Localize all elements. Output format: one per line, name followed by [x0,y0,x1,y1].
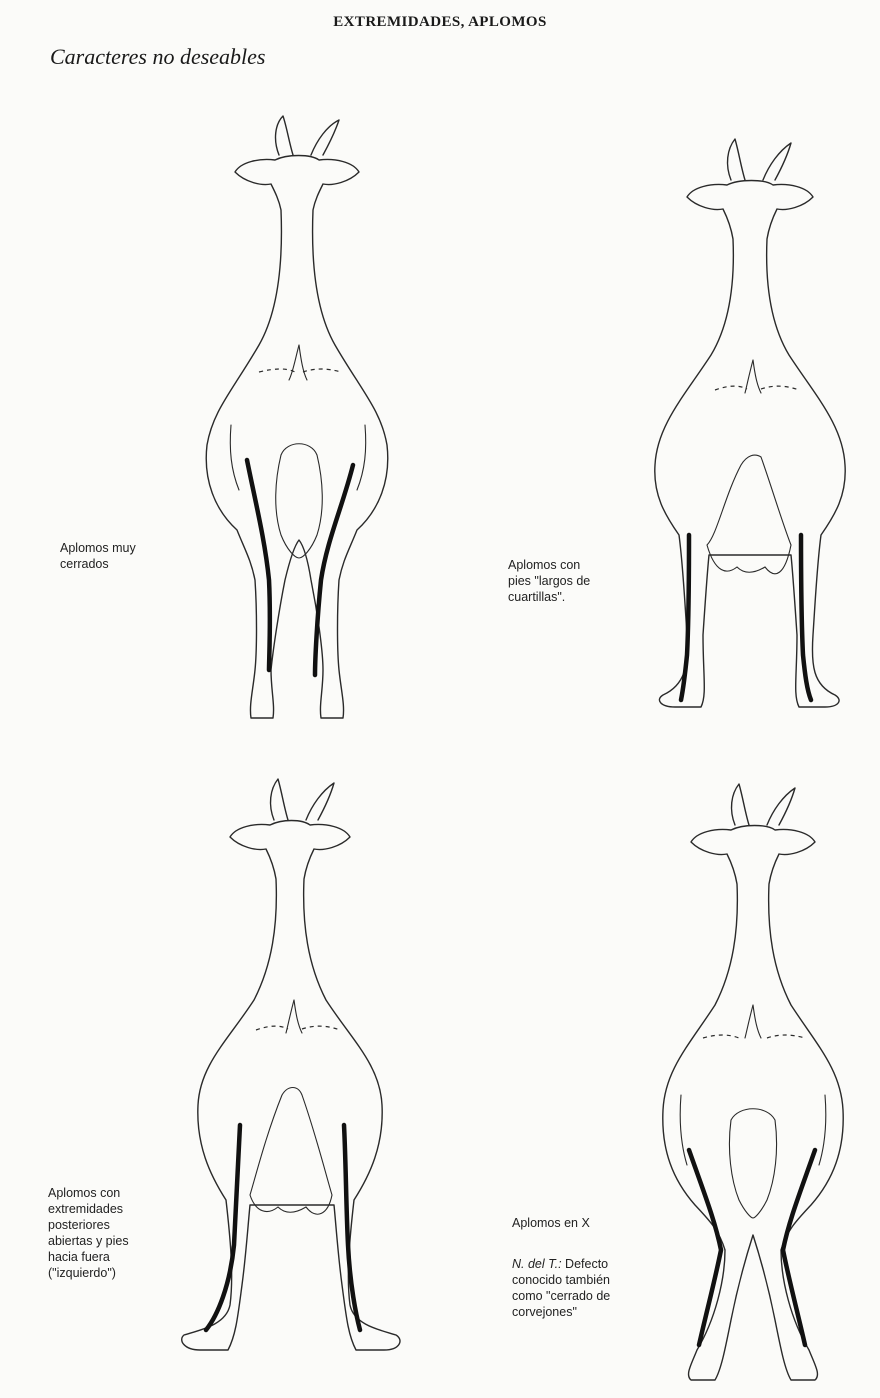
section-subtitle: Caracteres no deseables [50,44,265,70]
goat-illustration-open [170,775,400,1365]
goat-illustration-long-pasterns [645,135,855,715]
translator-note-label: N. del T.: [512,1257,562,1271]
caption-open: Aplomos con extremidades posteriores abi… [48,1185,129,1281]
caption-long-pasterns: Aplomos con pies "largos de cuartillas". [508,557,590,605]
caption-x-legs: Aplomos en X [512,1215,590,1231]
goat-illustration-x-legs [655,780,855,1385]
translator-note: N. del T.: Defecto conocido también como… [512,1256,610,1320]
page-title: EXTREMIDADES, APLOMOS [0,14,880,31]
goat-illustration-closed [195,110,405,725]
caption-closed: Aplomos muy cerrados [60,540,136,572]
